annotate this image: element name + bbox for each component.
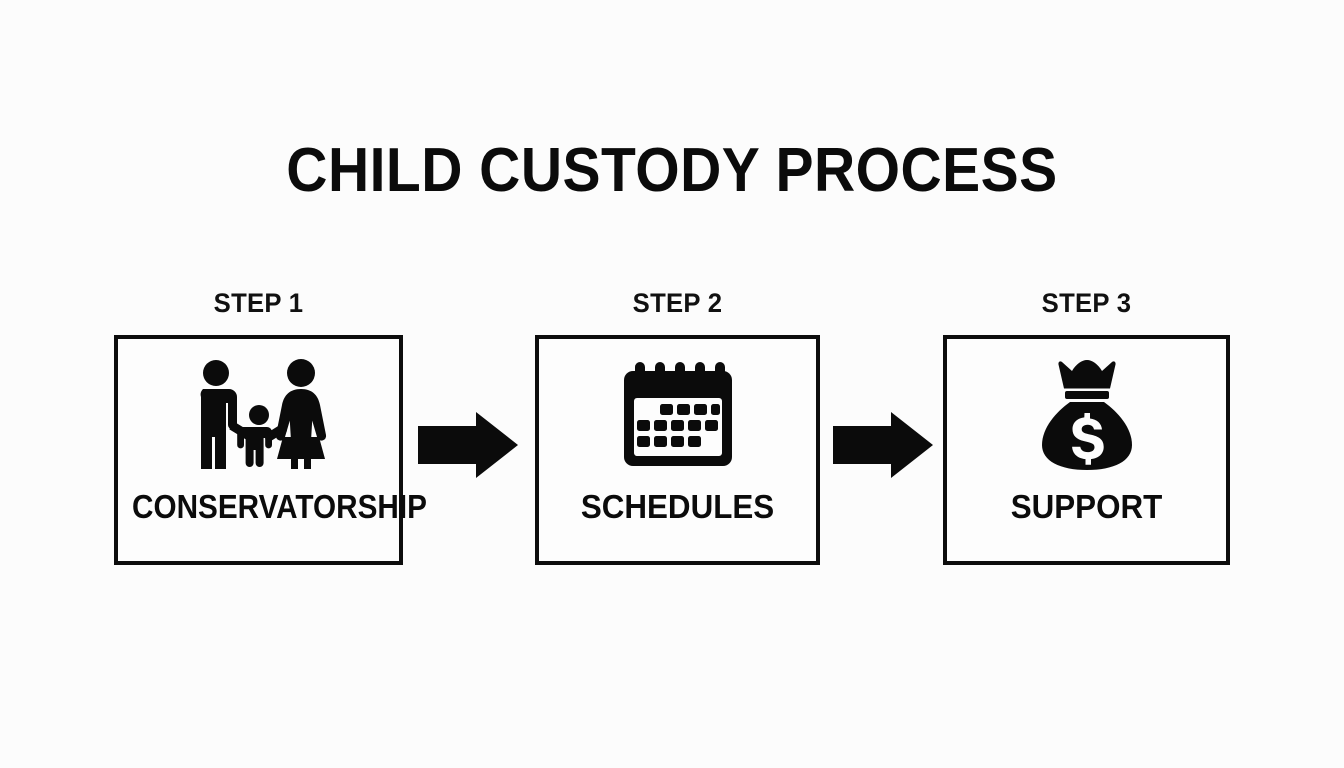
step-3-box-label: SUPPORT <box>1010 488 1163 525</box>
step-1-label: STEP 1 <box>213 288 304 318</box>
arrow-right-icon-2 <box>833 412 933 478</box>
step-3: STEP 3 SUPPORT <box>943 290 1230 565</box>
step-1-box[interactable]: CONSERVATORSHIP <box>114 335 427 565</box>
step-3-box[interactable]: SUPPORT <box>943 335 1230 565</box>
arrow-right-icon-1 <box>418 412 518 478</box>
step-2-box-label: SCHEDULES <box>580 488 775 525</box>
step-1: STEP 1 <box>114 288 427 565</box>
family-icon <box>118 339 399 489</box>
page-title: CHILD CUSTODY PROCESS <box>286 136 1058 205</box>
calendar-icon <box>539 339 816 489</box>
money-bag-icon <box>947 339 1226 489</box>
step-2-label: STEP 2 <box>632 288 723 318</box>
step-2-box[interactable]: SCHEDULES <box>535 335 820 565</box>
step-2: STEP 2 <box>535 290 820 565</box>
step-1-box-label: CONSERVATORSHIP <box>132 488 427 525</box>
step-3-label: STEP 3 <box>1041 288 1132 318</box>
